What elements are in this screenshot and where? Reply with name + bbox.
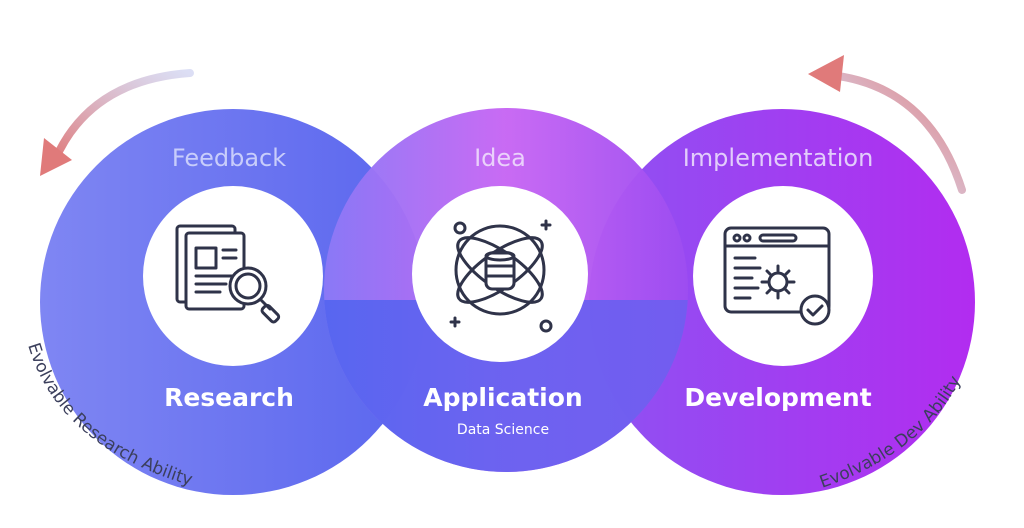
application-title: Application	[423, 383, 582, 412]
research-document-magnifier-icon	[175, 224, 281, 324]
development-title: Development	[684, 383, 871, 412]
application-subtitle: Data Science	[457, 422, 549, 438]
right-cycle-arrow	[808, 55, 966, 194]
application-top-label: Idea	[474, 144, 526, 172]
database-orbit-icon	[449, 219, 553, 333]
research-title: Research	[164, 383, 294, 412]
left-cycle-arrow	[40, 69, 194, 176]
research-top-label: Feedback	[172, 144, 286, 172]
browser-gear-check-icon	[723, 226, 831, 326]
development-top-label: Implementation	[683, 144, 874, 172]
